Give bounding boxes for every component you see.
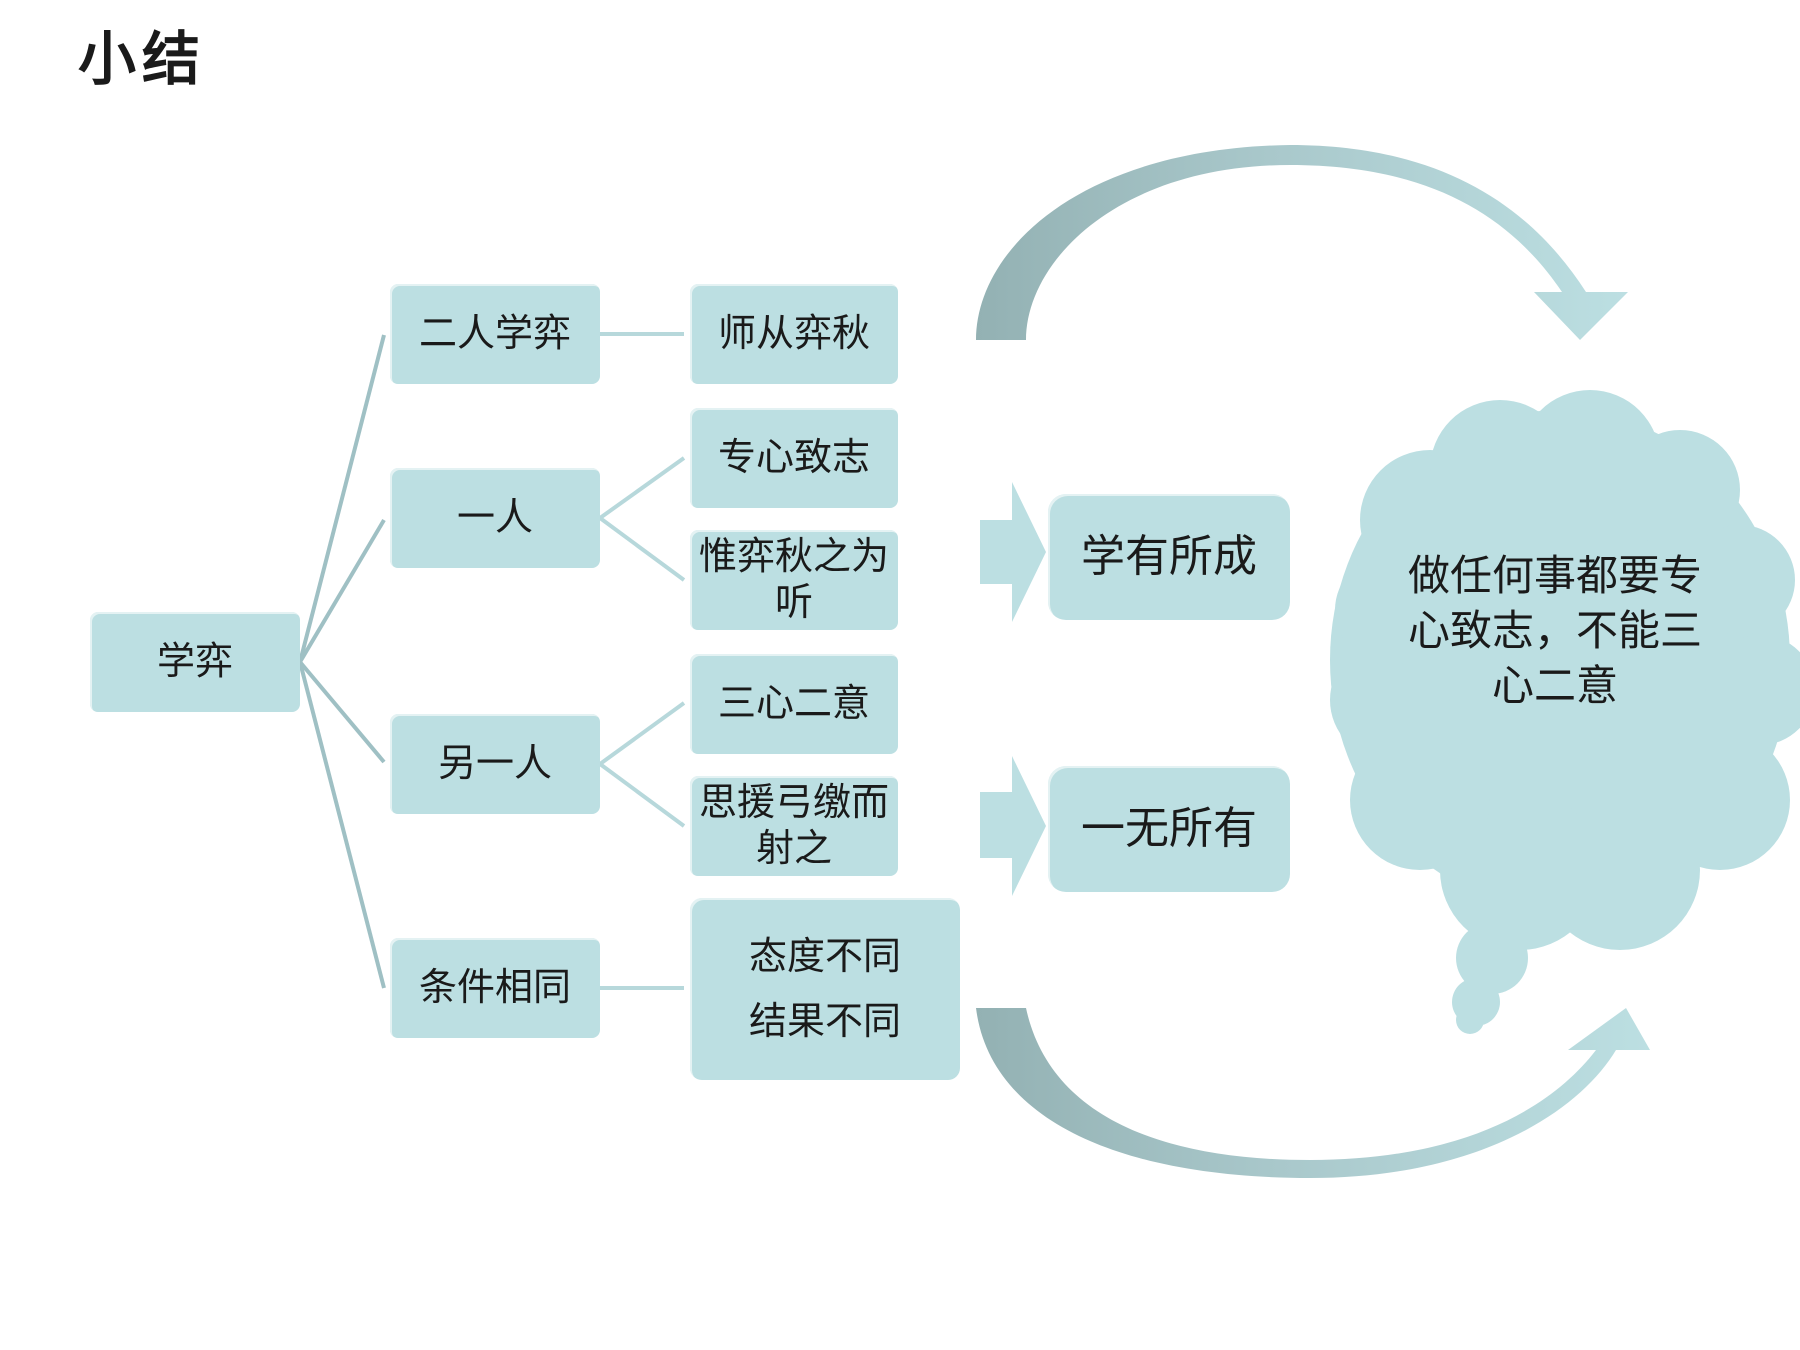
branch-connectors	[598, 332, 686, 990]
leaf-node-l4: 三心二意	[690, 654, 898, 754]
connector-root-b3	[298, 660, 386, 764]
leaf-node-l6: 态度不同 结果不同	[690, 898, 960, 1080]
branch-node-b2: 一人	[390, 468, 600, 568]
outcome-node-o2: 一无所有	[1048, 766, 1290, 892]
connector-b3-l4	[598, 701, 686, 766]
connector-root-b1	[298, 334, 386, 663]
leaf-node-l1: 师从弈秋	[690, 284, 898, 384]
top-curved-arrow	[976, 145, 1628, 340]
leaf-node-l2: 专心致志	[690, 408, 898, 508]
connector-root-b2	[298, 518, 386, 664]
leaf-l6-line1: 态度不同	[748, 934, 901, 979]
connector-root-b4	[298, 661, 386, 989]
chevron-arrow-outcome1	[980, 482, 1046, 622]
connector-b2-l2	[598, 456, 686, 520]
chevron-arrow-outcome2	[980, 756, 1046, 896]
conclusion-text: 做任何事都要专心致志，不能三心二意	[1407, 551, 1702, 710]
connector-b2-l3	[598, 516, 686, 582]
leaf-node-l5: 思援弓缴而射之	[690, 776, 898, 876]
bottom-curved-arrow	[976, 1008, 1650, 1178]
leaf-l6-line2: 结果不同	[748, 999, 901, 1043]
branch-node-b3: 另一人	[390, 714, 600, 814]
thought-cloud	[1330, 390, 1800, 1034]
outcome-node-o1: 学有所成	[1048, 494, 1290, 620]
branch-node-b1: 二人学弈	[390, 284, 600, 384]
leaf-node-l3: 惟弈秋之为听	[690, 530, 898, 630]
root-node: 学弈	[90, 612, 300, 712]
page-title: 小结	[78, 25, 207, 93]
root-connectors	[298, 334, 386, 989]
connector-b3-l5	[598, 762, 686, 828]
branch-node-b4: 条件相同	[390, 938, 600, 1038]
